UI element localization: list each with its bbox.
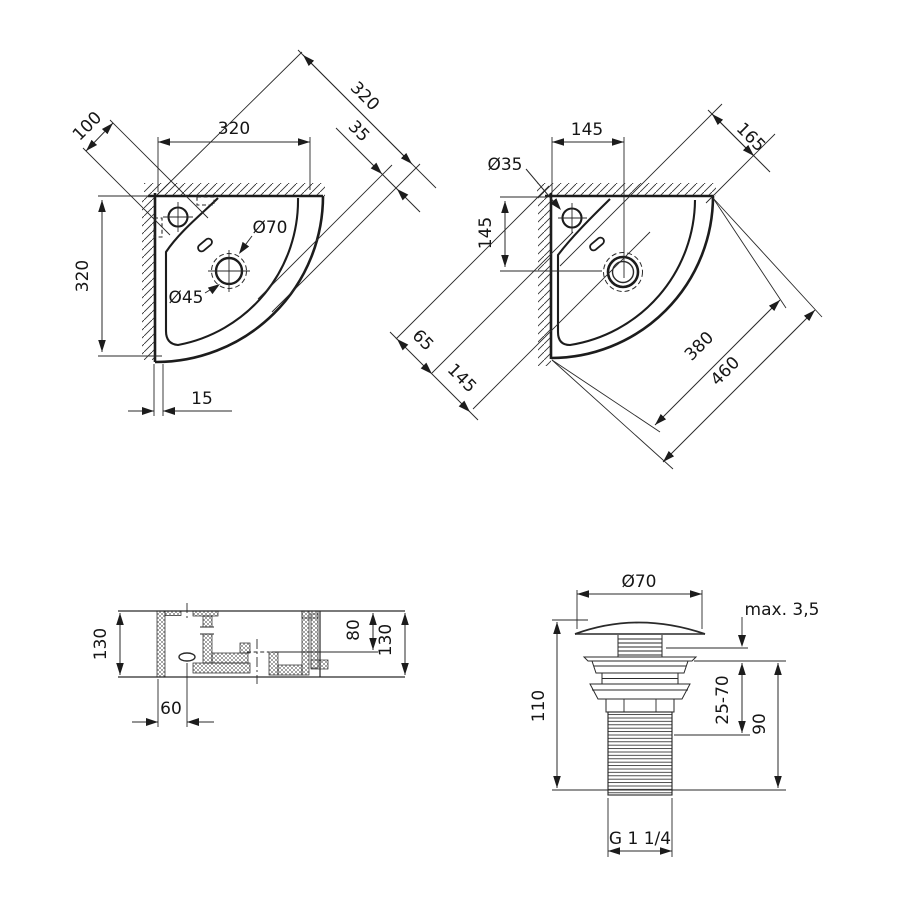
dim-section-60: 60 (132, 663, 214, 727)
cut-front-top (301, 610, 319, 619)
dim-label-65: 65 (408, 326, 437, 355)
lock-nut (605, 698, 675, 713)
dim-label-width-320: 320 (218, 119, 250, 139)
dim-section-80: 80 (344, 613, 377, 650)
dim-label-165: 165 (732, 119, 769, 156)
cut-bowl-bottom (192, 662, 251, 674)
dim-label-15: 15 (191, 389, 213, 409)
cut-drain-step-v (268, 651, 279, 676)
cut-deck-2 (192, 610, 219, 617)
cut-bowl-shelf (211, 652, 249, 664)
dim-label-25-70: 25-70 (713, 675, 733, 724)
dim-label-height-320: 320 (73, 260, 93, 292)
label-tap-d35: Ø35 (487, 155, 561, 210)
cut-front-wall-a (301, 610, 310, 676)
overflow-hole-section (178, 652, 196, 662)
cut-front-foot (310, 659, 329, 670)
dim-corner-65-145: 65 145 (389, 185, 651, 421)
label-drain-d45: Ø45 (168, 284, 220, 308)
dim-thread-g114: G 1 1/4 (607, 798, 673, 857)
waste-ring-inner (611, 260, 635, 284)
dim-height-90: 90 (750, 663, 782, 788)
wall-hatch-top (144, 183, 325, 196)
dim-label-145-diag: 145 (443, 360, 480, 397)
cut-back-wall (202, 615, 213, 664)
right-top-view: 145 Ø35 145 165 65 145 (389, 103, 823, 470)
basin-front-arc (154, 195, 325, 364)
threaded-pipe (607, 711, 673, 796)
section-view: 130 80 130 60 (91, 603, 409, 727)
drain-detail-view: Ø70 max. 3,5 110 25-70 90 G 1 1/4 (529, 572, 819, 857)
section-centerlines (186, 603, 258, 684)
wall-hatch-left (142, 196, 156, 360)
dim-rim-35: 35 (257, 117, 421, 300)
dim-label-max-35: max. 3,5 (745, 600, 820, 620)
wall-hatch-left (538, 196, 551, 366)
dim-label-145-top: 145 (571, 120, 603, 140)
dim-height-320: 320 (73, 195, 162, 357)
cut-deck-1 (164, 610, 182, 616)
dim-label-d45: Ø45 (168, 288, 203, 308)
left-top-view: 320 320 15 100 320 (69, 49, 437, 416)
dim-label-460: 460 (707, 353, 744, 390)
overflow-slot (589, 236, 605, 252)
dim-diagonal-460: 460 (551, 197, 823, 470)
dim-section-130-left: 130 (91, 613, 124, 675)
dim-label-90: 90 (750, 713, 770, 735)
dim-drain-145-vertical: 145 (476, 196, 602, 272)
dim-label-130-left: 130 (91, 628, 111, 660)
dim-cap-d70: Ø70 (576, 572, 703, 629)
dim-label-60: 60 (160, 699, 182, 719)
dim-label-diag-320: 320 (346, 78, 383, 115)
dim-label-cap-d70: Ø70 (621, 572, 656, 592)
dim-section-130-right: 130 (376, 613, 409, 675)
dim-label-110: 110 (529, 690, 549, 722)
dim-diagonal-380: 380 (551, 197, 787, 433)
dim-label-80: 80 (344, 619, 364, 641)
bowl-inner-outline (164, 197, 300, 347)
wall-hatch-top (537, 183, 716, 196)
dim-label-100: 100 (69, 108, 106, 145)
dim-label-g114: G 1 1/4 (609, 829, 671, 849)
body-upper (591, 660, 689, 674)
dim-max-35: max. 3,5 (666, 600, 820, 649)
waste-ring-outer (606, 255, 640, 289)
dim-clamp-25-70: 25-70 (674, 660, 786, 736)
dim-tap-145-horizontal: 145 (551, 120, 625, 278)
dim-width-320: 320 (157, 119, 311, 192)
dim-label-130-right: 130 (376, 624, 396, 656)
top-flange (582, 656, 698, 662)
body-flange (589, 683, 691, 700)
dim-height-110: 110 (529, 619, 786, 791)
cap-stem (617, 635, 663, 657)
fixing-hole-left-dashed (153, 217, 163, 238)
dim-wall-15: 15 (128, 364, 232, 416)
cut-left-wall (156, 610, 166, 678)
tap-hole-centerlines (558, 203, 587, 233)
tap-hole-centerlines (163, 202, 193, 232)
cap-dome (574, 621, 706, 635)
overflow-slot (197, 237, 213, 253)
bowl-inner-outline (556, 198, 697, 347)
dim-diagonal-320: 320 (156, 49, 437, 313)
waste-hole-centerlines (208, 250, 250, 292)
cut-drain-step-h (277, 664, 303, 676)
dim-label-d35: Ø35 (487, 155, 522, 175)
dim-label-d70: Ø70 (252, 218, 287, 238)
fixing-hole-top-dashed (196, 196, 215, 206)
dim-label-145-left: 145 (476, 217, 496, 249)
tap-hole-gap (200, 627, 214, 634)
label-drain-d70: Ø70 (239, 218, 288, 254)
dim-label-380: 380 (681, 328, 718, 365)
cut-shelf-toe (239, 642, 251, 654)
waste-d70-dashed (603, 252, 643, 292)
